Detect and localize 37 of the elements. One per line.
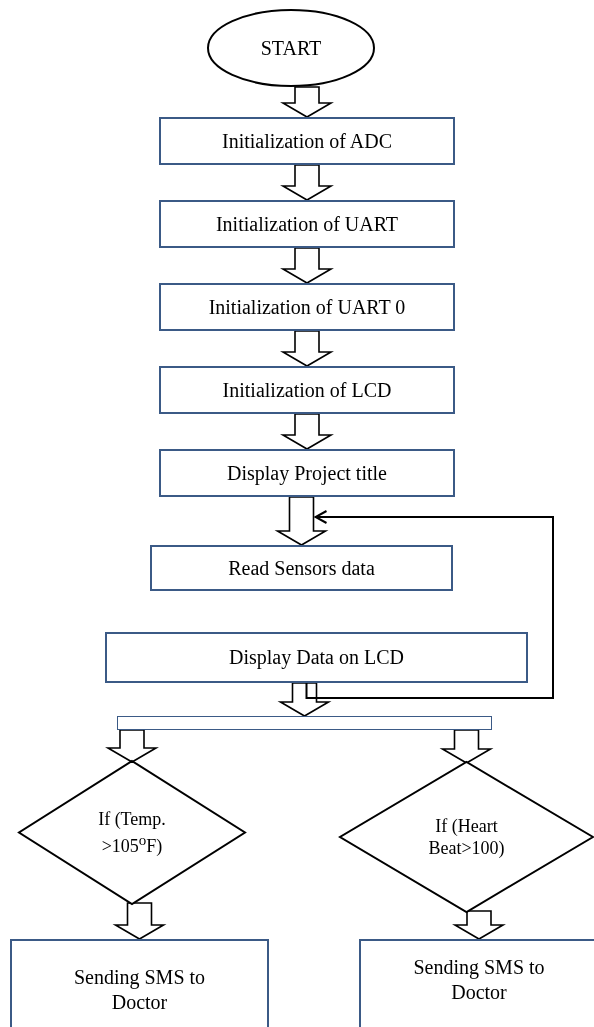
node-label: If (Heart Beat>100) [427,814,506,860]
block-arrow [280,247,334,284]
process-box [159,366,455,414]
process-box [159,200,455,248]
block-arrow [105,729,159,763]
node-label: Display Data on LCD [229,645,404,670]
process-box [159,283,455,331]
block-arrow [280,164,334,201]
block-arrow [277,682,332,717]
block-arrow [280,413,334,450]
process-box [159,449,455,497]
split-bar [117,716,492,730]
block-arrow [274,496,329,546]
node-label: Display Project title [227,460,387,486]
process-box [150,545,453,591]
block-arrow [112,902,167,940]
block-arrow [439,729,494,764]
block-arrow [452,910,506,940]
node-label: Sending SMS to Doctor [412,955,546,1005]
node-label: Initialization of UART [215,211,399,237]
node-label: Sending SMS to Doctor [72,965,207,1015]
node-label: Read Sensors data [228,555,375,581]
process-box [105,632,528,683]
process-box [10,939,269,1027]
node-label: If (Temp. >105$^{o}$F) [97,808,167,857]
decision-diamond [339,761,594,913]
node-label: Initialization of ADC [222,128,392,154]
start-terminal [207,9,375,87]
block-arrow [280,330,334,367]
block-arrow [280,86,334,118]
node-label: Initialization of UART 0 [208,294,406,320]
loop-arrow [305,510,554,699]
node-label: Initialization of LCD [222,377,392,403]
process-box [159,117,455,165]
decision-diamond [18,760,246,905]
process-box [359,939,594,1027]
node-label: START [260,35,322,61]
